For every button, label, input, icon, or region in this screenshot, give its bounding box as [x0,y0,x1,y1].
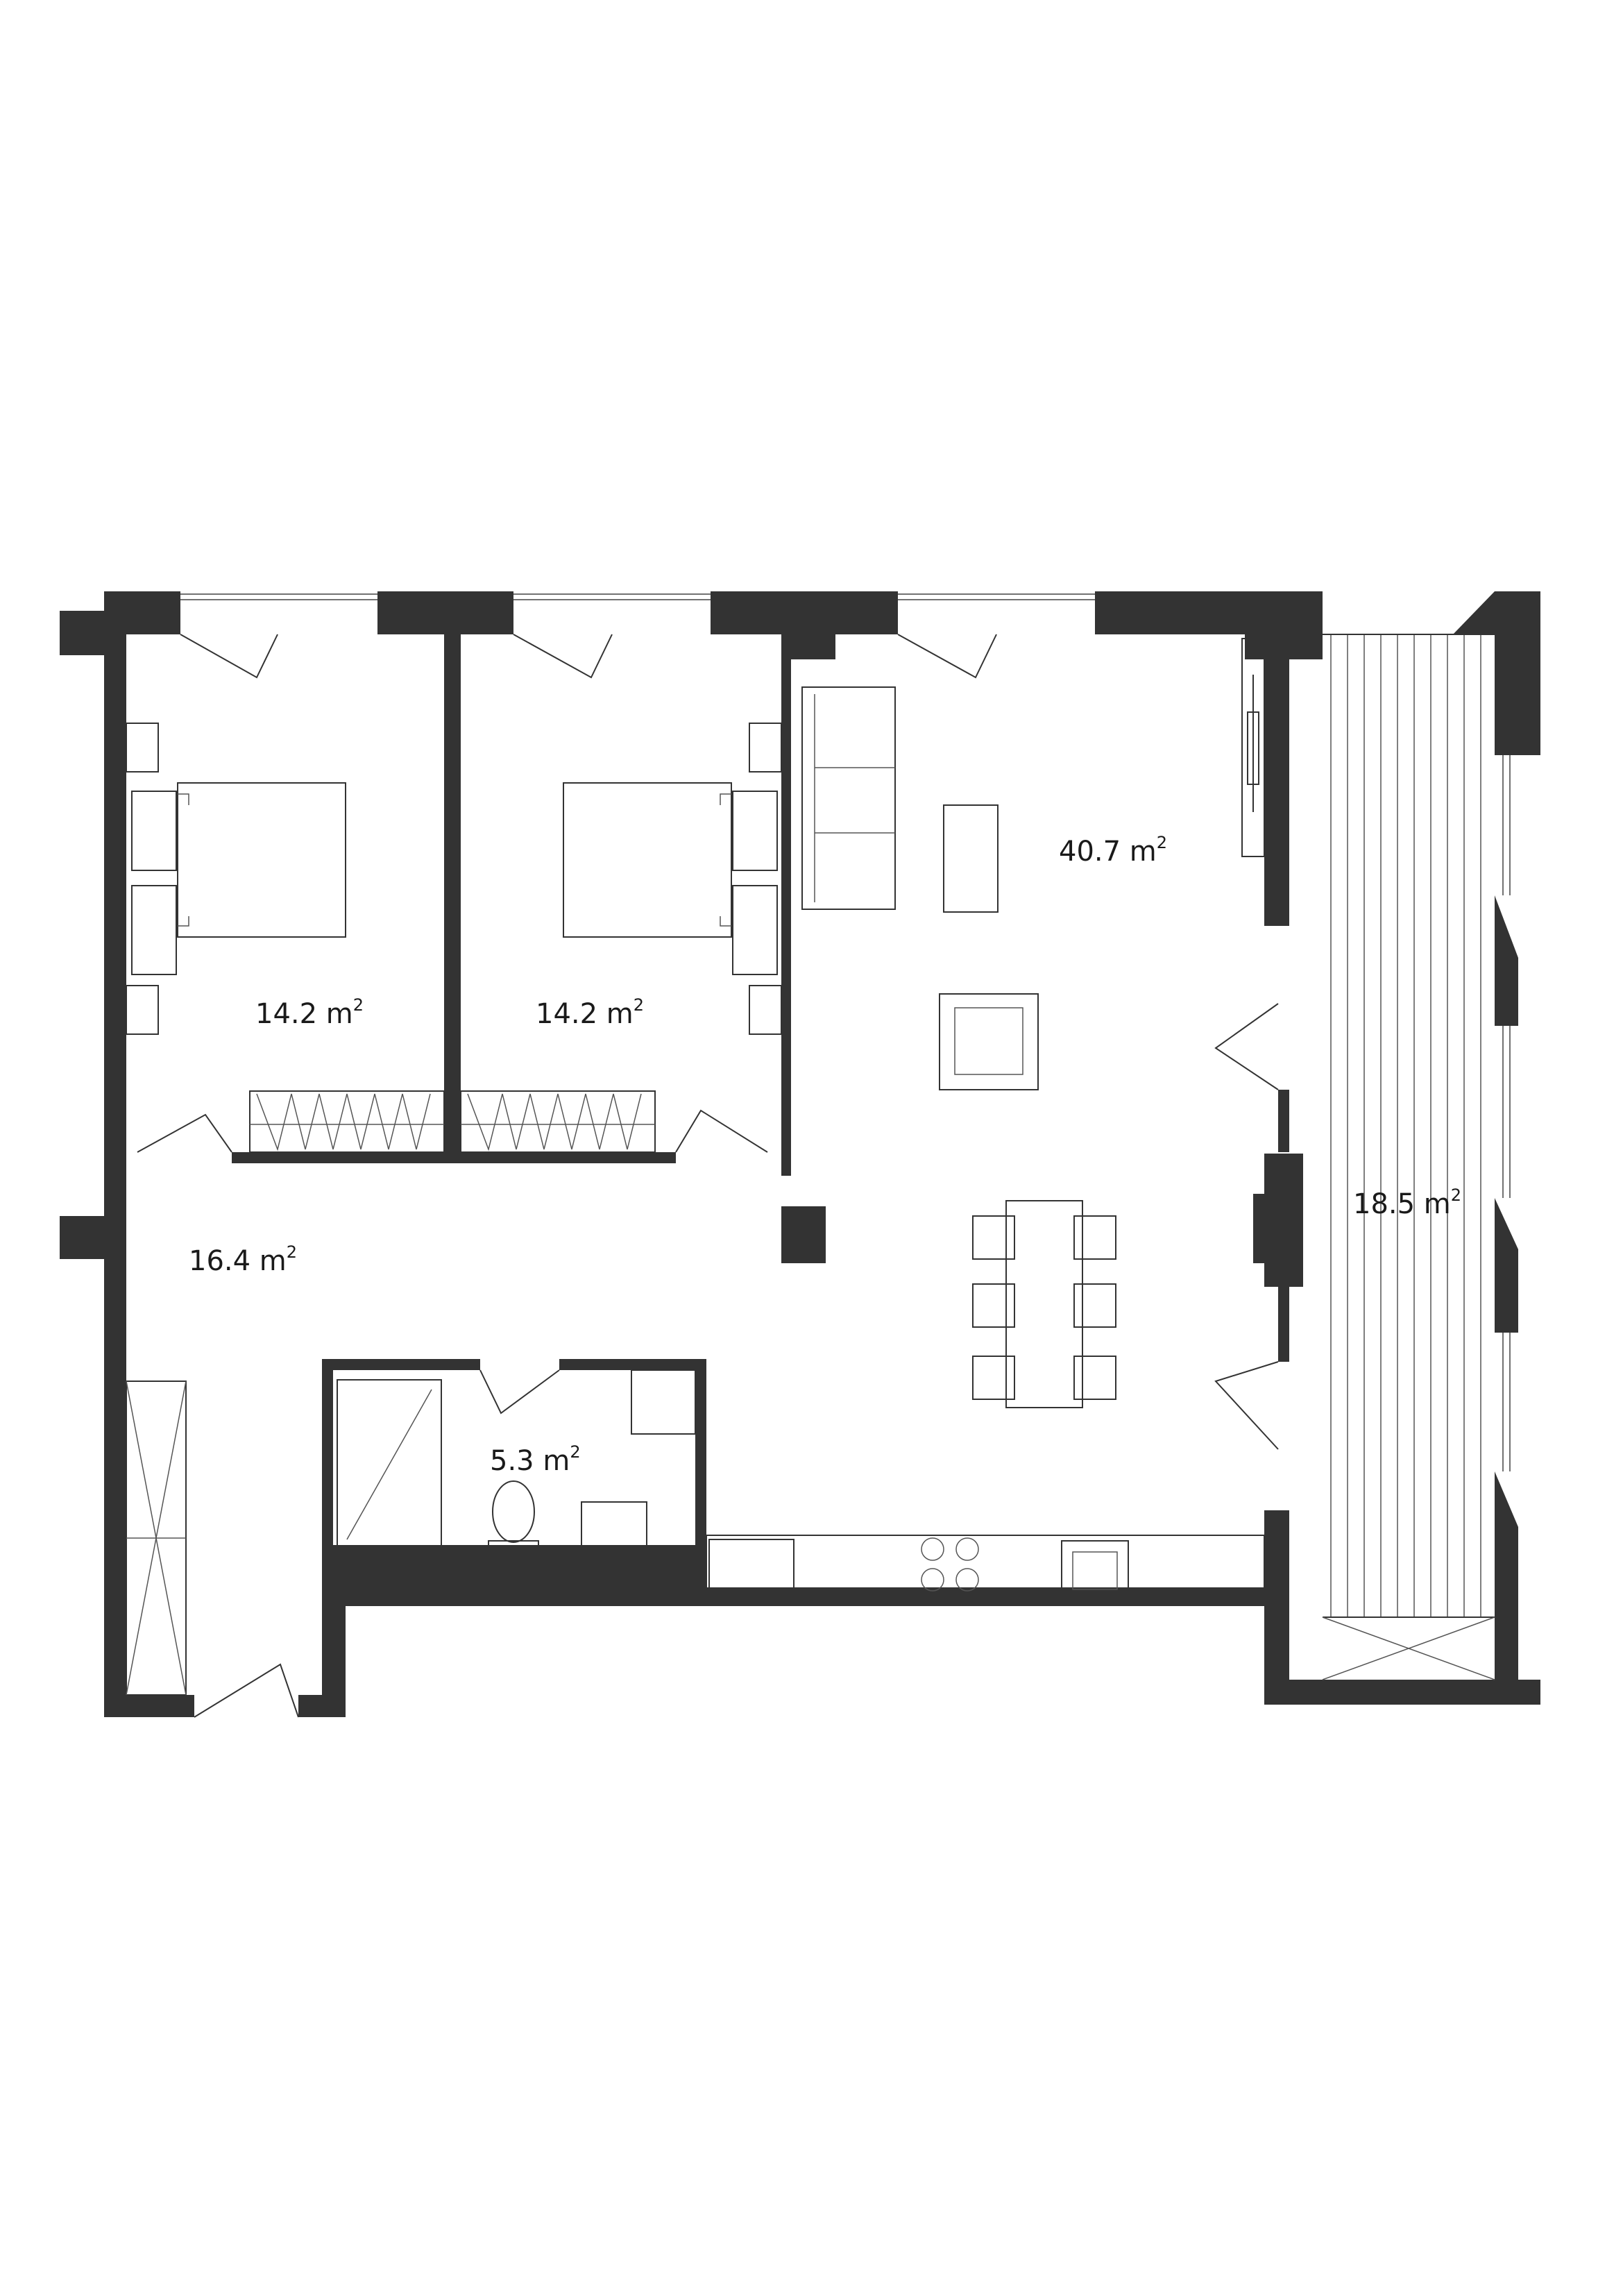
entrance-wardrobe [126,1381,187,1696]
chair-4 [1073,1215,1116,1260]
area-label-living: 40.7 m2 [1059,833,1167,868]
double-bed-2 [563,782,732,938]
door-bedroom-1 [137,1113,232,1153]
coffee-table [943,804,999,913]
wall-kitchen-bottom [322,1588,1289,1606]
armchair [939,993,1039,1090]
chair-5 [1073,1283,1116,1328]
wall-living-right-top [1264,634,1289,926]
wall-balcony-pier-1 [1495,895,1518,1026]
area-label-bedroom-1: 14.2 m2 [255,995,364,1030]
wall-bottom-right-stub [298,1695,346,1717]
wall-bedroom-bottom [232,1152,676,1163]
pillow-1a [131,791,177,871]
door-balcony-1 [1214,1003,1279,1090]
nightstand-2a [749,723,782,773]
wall-living-right-bottom [1264,1510,1289,1705]
wall-bedroom-divider [444,634,461,1158]
walls [60,591,1540,1717]
pillow-2b [732,885,778,975]
door-bathroom [479,1369,560,1415]
area-label-bedroom-2: 14.2 m2 [536,995,644,1030]
wall-bath-top-left [322,1359,480,1370]
fridge [708,1539,794,1589]
wall-column-mid [781,1206,826,1263]
shower-tray [631,1369,696,1435]
wall-top-pier-1 [377,591,513,634]
wall-top-right [1095,591,1323,634]
windows [180,593,1511,1471]
wardrobe-1 [249,1090,445,1153]
balcony-decking [1330,634,1481,1617]
toilet [492,1480,535,1543]
wall-duct-strip [322,1545,706,1596]
kitchen-sink [1061,1540,1129,1597]
door-entrance [194,1663,299,1718]
chair-3 [972,1356,1015,1400]
door-balcony-2 [1214,1361,1279,1450]
pillow-2a [732,791,778,871]
wall-top-pier-2 [711,591,898,634]
bathroom [337,1369,696,1555]
wall-balcony-corner-top [1495,591,1540,755]
door-bedroom-2-window [513,634,613,679]
nightstand-1a [126,723,159,773]
wall-balcony-pier-2 [1495,1198,1518,1333]
tv-stand [1241,638,1265,857]
wall-bath-right [695,1359,706,1555]
doors [137,634,1279,1718]
bathroom-sink [581,1501,647,1551]
chair-2 [972,1283,1015,1328]
nightstand-1b [126,985,159,1035]
wall-left-pier-mid [60,1216,117,1259]
wall-living-right-mid-2 [1278,1287,1289,1362]
wall-living-right-pier-inner [1253,1194,1271,1263]
bedroom-2-furniture [460,723,782,1153]
bathtub [337,1379,442,1548]
door-living-window [897,634,997,679]
sofa [801,686,896,910]
wall-balcony-pier-3 [1495,1471,1518,1705]
wall-top-column [785,634,835,659]
area-label-hallway: 16.4 m2 [189,1242,297,1277]
kitchen [706,1535,1265,1597]
balcony-edges [1322,634,1495,1680]
pillow-1b [131,885,177,975]
kitchen-counter [706,1535,1265,1589]
bedroom-1-furniture [126,723,445,1153]
wall-top-left-corner [104,591,180,634]
living-furniture [801,638,1265,1408]
wall-living-right-mid-1 [1278,1090,1289,1152]
area-label-bathroom: 5.3 m2 [490,1442,581,1477]
wall-bath-top-right [559,1359,706,1370]
wall-bedroom-right [781,634,791,1176]
double-bed-1 [177,782,346,938]
dining-table [1005,1200,1083,1408]
wall-balcony-bottom [1264,1680,1540,1705]
wardrobe-2 [460,1090,656,1153]
area-labels: 14.2 m2 14.2 m2 40.7 m2 16.4 m2 5.3 m2 1… [189,833,1461,1477]
chair-6 [1073,1356,1116,1400]
chair-1 [972,1215,1015,1260]
wall-bottom-left-stub [104,1695,194,1717]
door-bedroom-2 [675,1109,768,1153]
wall-balcony-top-angle [1453,591,1495,634]
door-bedroom-1-window [180,634,278,679]
nightstand-2b [749,985,782,1035]
wall-left [104,634,126,1717]
area-label-balcony: 18.5 m2 [1353,1185,1461,1220]
